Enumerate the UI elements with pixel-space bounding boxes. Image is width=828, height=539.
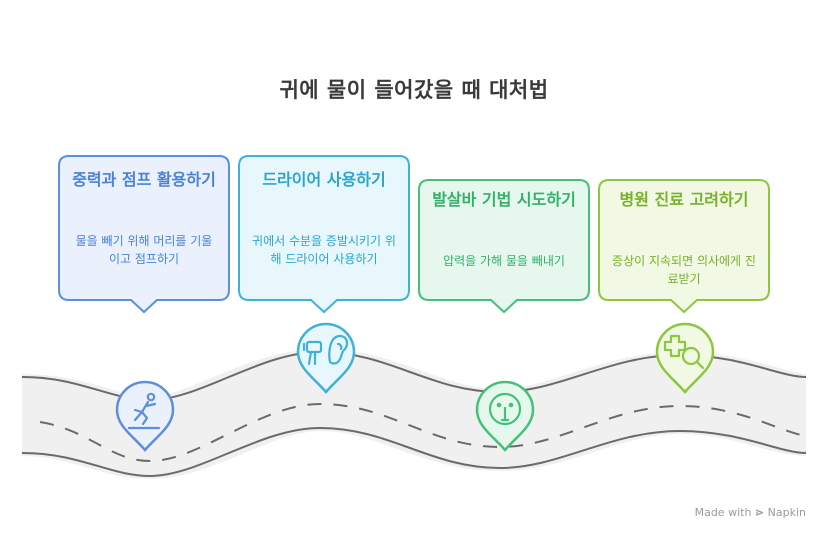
road-edge-bottom — [21, 426, 807, 478]
jumping-person-icon — [115, 380, 175, 452]
step-card-gravity-jump: 중력과 점프 활용하기 물을 빼기 위해 머리를 기울이고 점프하기 — [58, 155, 230, 314]
ear-dryer-icon — [296, 322, 356, 394]
step-description: 귀에서 수분을 증발시키기 위해 드라이어 사용하기 — [252, 234, 396, 266]
step-heading: 병원 진료 고려하기 — [619, 190, 749, 209]
page-title: 귀에 물이 들어갔을 때 대처법 — [279, 78, 549, 102]
medical-search-icon — [655, 322, 715, 394]
made-with-label: Made with — [694, 506, 752, 519]
step-heading: 중력과 점프 활용하기 — [72, 170, 216, 189]
step-card-hair-dryer: 드라이어 사용하기 귀에서 수분을 증발시키기 위해 드라이어 사용하기 — [238, 155, 410, 314]
step-card-hospital: 병원 진료 고려하기 증상이 지속되면 의사에게 진료받기 — [598, 179, 770, 325]
step-description: 압력을 가해 물을 빼내기 — [443, 254, 565, 268]
napkin-brand: Napkin — [767, 506, 806, 519]
road-center-line — [39, 402, 807, 463]
made-with-credit: Made with ⋗ Napkin — [695, 506, 806, 519]
napkin-logo-icon: ⋗ — [754, 506, 765, 519]
step-card-valsalva: 발살바 기법 시도하기 압력을 가해 물을 빼내기 — [418, 179, 590, 325]
shush-face-icon — [475, 380, 535, 452]
step-heading: 드라이어 사용하기 — [262, 170, 386, 189]
step-heading: 발살바 기법 시도하기 — [432, 190, 576, 209]
step-description: 증상이 지속되면 의사에게 진료받기 — [612, 254, 756, 286]
step-description: 물을 빼기 위해 머리를 기울이고 점프하기 — [75, 234, 213, 266]
